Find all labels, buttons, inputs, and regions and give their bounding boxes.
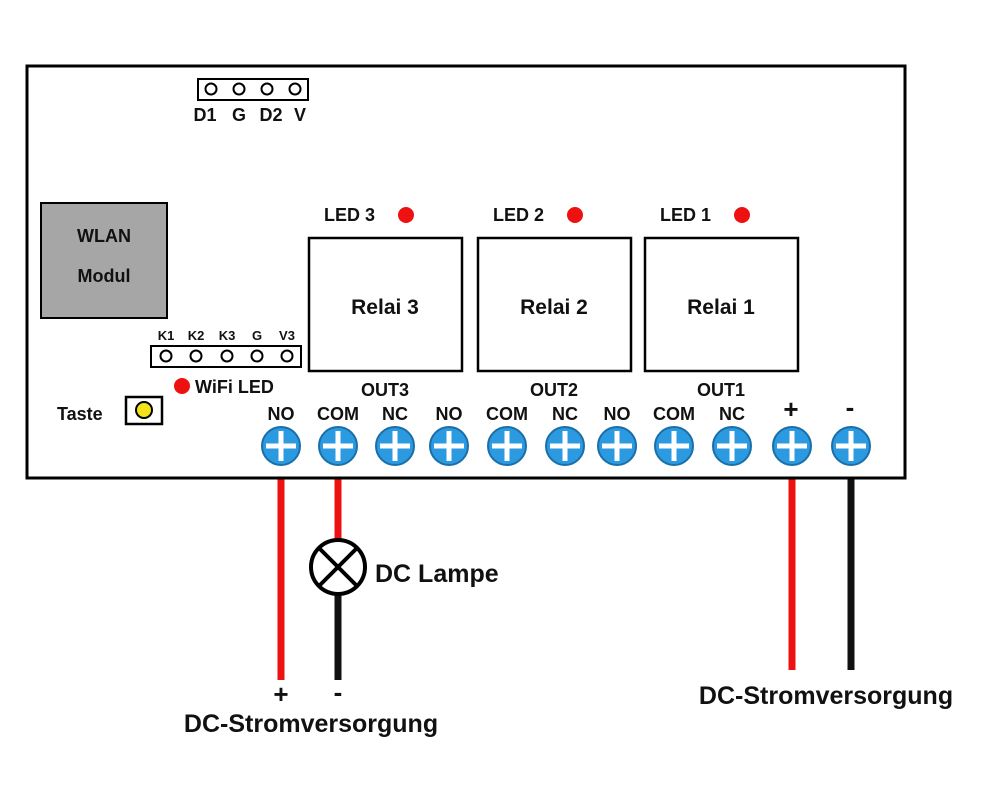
screw-slot (278, 431, 284, 461)
relay-2-led-dot (567, 207, 583, 223)
top-pin-header-body (197, 78, 309, 101)
terminal-label: NO (436, 404, 463, 424)
relay-2-led-label: LED 2 (493, 205, 544, 225)
pin-hole (280, 349, 294, 363)
relay-1-body (643, 236, 800, 373)
relay-1-led-label: LED 1 (660, 205, 711, 225)
right-supply-label: DC-Stromversorgung (699, 682, 953, 710)
lamp-symbol-cross (317, 546, 359, 588)
screw-terminal (712, 426, 752, 466)
screw-slot (335, 431, 341, 461)
screw-slot (562, 431, 568, 461)
wifi-led-dot (174, 378, 190, 394)
wifi-led-label: WiFi LED (195, 377, 274, 397)
pin-hole (250, 349, 264, 363)
relay-2: LED 2 Relai 2 OUT2 (476, 205, 633, 400)
terminal-label: NO (604, 404, 631, 424)
taste-button-cap (135, 401, 153, 419)
screw-terminal (831, 426, 871, 466)
screw-slot (504, 431, 510, 461)
relay-1: LED 1 Relai 1 OUT1 (643, 205, 800, 400)
wifi-led: WiFi LED (174, 377, 274, 397)
screw-terminal (772, 426, 812, 466)
pin-hole (232, 82, 246, 96)
relay-3-led-label: LED 3 (324, 205, 375, 225)
pin-hole (204, 82, 218, 96)
pin-label-d1: D1 (193, 105, 216, 125)
wlan-module-line2: Modul (78, 266, 131, 286)
screw-terminal (429, 426, 469, 466)
relay-1-out-label: OUT1 (697, 380, 745, 400)
screw-slot (848, 431, 854, 461)
pin-hole (288, 82, 302, 96)
screw-terminal (487, 426, 527, 466)
pin-hole (189, 349, 203, 363)
screw-terminal (545, 426, 585, 466)
screw-terminal (654, 426, 694, 466)
screw-slot (789, 431, 795, 461)
terminal-label: - (846, 392, 855, 422)
relay-3-out-label: OUT3 (361, 380, 409, 400)
wlan-module: WLAN Modul (40, 202, 168, 319)
screw-terminal-row (261, 426, 871, 466)
left-power-supply: + - DC-Stromversorgung (184, 677, 438, 738)
terminal-label: COM (317, 404, 359, 424)
screw-slot (614, 431, 620, 461)
wifi-pin-label-k3: K3 (219, 328, 236, 343)
relay-3: LED 3 Relai 3 OUT3 (307, 205, 464, 400)
screw-terminal (318, 426, 358, 466)
taste-button: Taste (57, 395, 164, 426)
relay-3-name: Relai 3 (351, 296, 419, 319)
screw-terminal (375, 426, 415, 466)
pin-hole (260, 82, 274, 96)
relay-1-led-dot (734, 207, 750, 223)
terminal-label: COM (653, 404, 695, 424)
terminal-label: NC (552, 404, 578, 424)
dc-lamp: DC Lampe (309, 538, 499, 596)
left-supply-label: DC-Stromversorgung (184, 710, 438, 738)
relay-2-name: Relai 2 (520, 296, 588, 319)
wifi-pin-header: K1 K2 K3 G V3 (150, 328, 302, 368)
right-power-supply: DC-Stromversorgung (699, 682, 953, 710)
wlan-module-body (40, 202, 168, 319)
wifi-pin-label-g: G (252, 328, 262, 343)
relay-2-body (476, 236, 633, 373)
screw-slot (446, 431, 452, 461)
relay-3-led-dot (398, 207, 414, 223)
left-supply-minus: - (334, 677, 343, 707)
dc-lamp-label: DC Lampe (375, 560, 499, 588)
pin-hole (159, 349, 173, 363)
pin-label-d2: D2 (259, 105, 282, 125)
wifi-pin-label-k1: K1 (158, 328, 175, 343)
screw-terminal (261, 426, 301, 466)
terminal-label: COM (486, 404, 528, 424)
wifi-pin-label-v3: V3 (279, 328, 295, 343)
screw-terminal (597, 426, 637, 466)
terminal-labels: NO COM NC NO COM NC NO COM NC + - (268, 392, 855, 424)
screw-slot (671, 431, 677, 461)
left-supply-plus: + (273, 679, 288, 709)
terminal-label: + (783, 394, 798, 424)
taste-button-label: Taste (57, 404, 103, 424)
terminal-label: NO (268, 404, 295, 424)
terminal-label: NC (719, 404, 745, 424)
terminal-label: NC (382, 404, 408, 424)
pin-label-v: V (294, 105, 306, 125)
wlan-module-line1: WLAN (77, 226, 131, 246)
relay-2-out-label: OUT2 (530, 380, 578, 400)
wifi-pin-label-k2: K2 (188, 328, 205, 343)
top-pin-header: D1 G D2 V (193, 78, 309, 125)
pin-hole (220, 349, 234, 363)
screw-slot (392, 431, 398, 461)
relay-1-name: Relai 1 (687, 296, 755, 319)
pin-label-g: G (232, 105, 246, 125)
relay-3-body (307, 236, 464, 373)
screw-slot (729, 431, 735, 461)
